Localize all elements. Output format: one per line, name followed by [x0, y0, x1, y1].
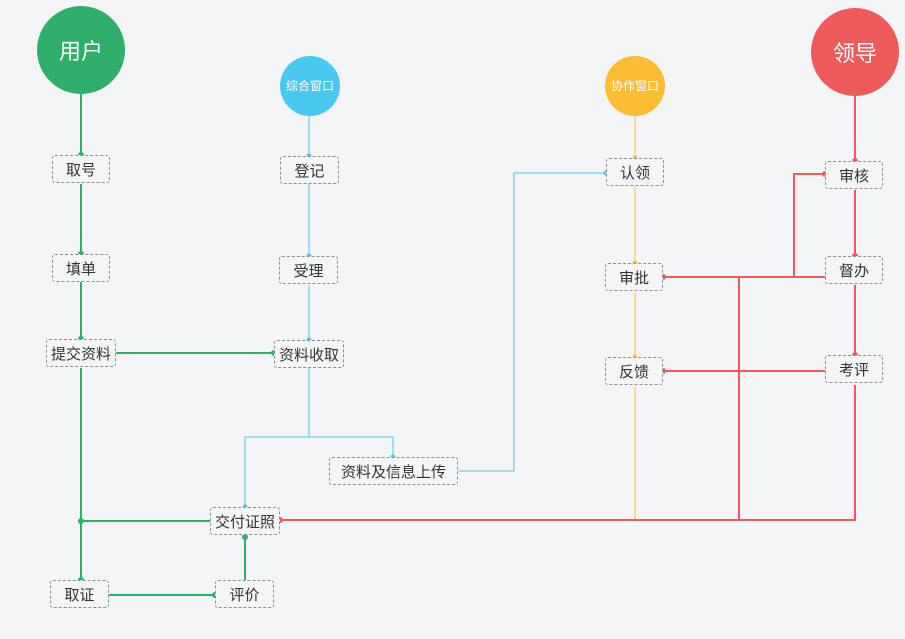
user-lane-connectors	[80, 92, 274, 596]
node-submit-materials[interactable]: 提交资料	[46, 339, 116, 367]
node-upload-info[interactable]: 资料及信息上传	[329, 457, 458, 485]
leader-lane-header: 领导	[811, 8, 899, 96]
node-evaluate[interactable]: 评价	[215, 580, 274, 608]
node-collect-materials[interactable]: 资料收取	[274, 340, 344, 368]
window-lane-connectors	[244, 115, 606, 507]
node-feedback[interactable]: 反馈	[605, 357, 663, 385]
window-lane-header: 综合窗口	[280, 56, 340, 116]
user-lane-header: 用户	[37, 6, 125, 94]
leader-lane-connectors	[280, 95, 856, 521]
node-fill-form[interactable]: 填单	[52, 254, 110, 282]
node-register[interactable]: 登记	[280, 156, 339, 184]
node-accept[interactable]: 受理	[279, 256, 338, 284]
node-take-number[interactable]: 取号	[52, 155, 110, 183]
node-deliver-certificate[interactable]: 交付证照	[210, 507, 280, 535]
node-review[interactable]: 审核	[825, 161, 883, 189]
node-supervise[interactable]: 督办	[825, 256, 883, 284]
collab-lane-header: 协作窗口	[605, 56, 665, 116]
node-approve[interactable]: 审批	[605, 263, 663, 291]
node-claim[interactable]: 认领	[606, 158, 664, 186]
node-collect-certificate[interactable]: 取证	[50, 580, 109, 608]
node-assess[interactable]: 考评	[825, 355, 883, 383]
